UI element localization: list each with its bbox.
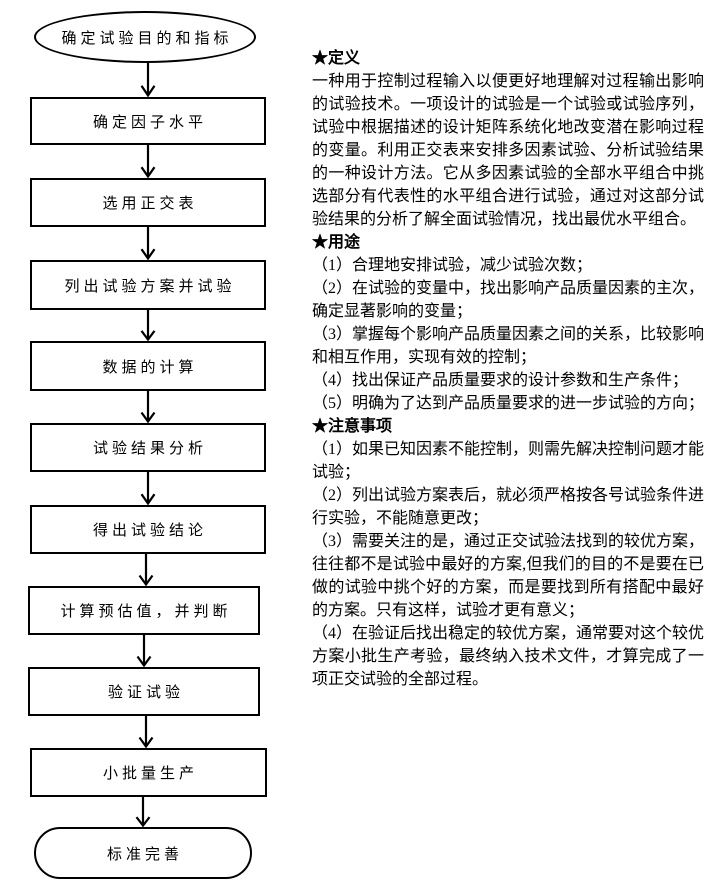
arrow-down-icon bbox=[140, 310, 156, 341]
arrow-down-icon bbox=[138, 716, 154, 748]
note-item: （1）如果已知因素不能控制，则需先解决控制问题才能试验； bbox=[312, 441, 705, 481]
article: ★定义 一种用于控制过程输入以便更好地理解对过程输出影响的试验技术。一项设计的试… bbox=[312, 47, 704, 691]
flow-node-label: 计算预估值，并判断 bbox=[60, 604, 232, 620]
flow-node-start: 确定试验目的和指标 bbox=[34, 11, 256, 63]
use-item: （3）掌握每个影响产品质量因素之间的关系，比较影响和相互作用，实现有效的控制； bbox=[312, 326, 705, 366]
section-definition: ★定义 一种用于控制过程输入以便更好地理解对过程输出影响的试验技术。一项设计的试… bbox=[312, 47, 704, 231]
arrow-down-icon bbox=[140, 145, 156, 178]
flow-node-step-6: 得出试验结论 bbox=[30, 505, 266, 554]
arrow-down-icon bbox=[138, 554, 154, 586]
arrow-down-icon bbox=[136, 635, 152, 667]
flow-node-label: 选用正交表 bbox=[102, 196, 198, 212]
use-item: （1）合理地安排试验，减少试验次数； bbox=[312, 257, 593, 274]
use-item: （2）在试验的变量中，找出影响产品质量因素的主次，确定显著影响的变量； bbox=[312, 280, 705, 320]
section-notes: ★注意事项 （1）如果已知因素不能控制，则需先解决控制问题才能试验； （2）列出… bbox=[312, 415, 704, 691]
flow-node-label: 标准完善 bbox=[106, 846, 183, 863]
flow-node-step-1: 确定因子水平 bbox=[30, 97, 266, 145]
section-heading: ★用途 bbox=[312, 234, 361, 251]
flow-node-label: 列出试验方案并试验 bbox=[64, 278, 236, 295]
flow-node-label: 得出试验结论 bbox=[92, 523, 207, 539]
flow-node-step-4: 数据的计算 bbox=[30, 341, 266, 391]
use-item: （5）明确为了达到产品质量要求的进一步试验的方向； bbox=[312, 395, 705, 412]
flow-node-step-9: 小批量生产 bbox=[30, 748, 267, 797]
flow-node-step-7: 计算预估值，并判断 bbox=[28, 586, 260, 635]
flow-node-step-2: 选用正交表 bbox=[30, 178, 266, 227]
note-item: （3）需要关注的是，通过正交试验法找到的较优方案，往往都不是试验中最好的方案,但… bbox=[312, 533, 705, 619]
flow-node-label: 确定因子水平 bbox=[92, 114, 207, 131]
arrow-down-icon bbox=[140, 472, 156, 505]
use-item: （4）找出保证产品质量要求的设计参数和生产条件； bbox=[312, 372, 689, 389]
section-heading: ★注意事项 bbox=[312, 418, 393, 435]
flow-node-end: 标准完善 bbox=[34, 827, 252, 879]
definition-paragraph: 一种用于控制过程输入以便更好地理解对过程输出影响的试验技术。一项设计的试验是一个… bbox=[312, 73, 704, 228]
note-item: （4）在验证后找出稳定的较优方案，通常要对这个较优方案小批生产考验，最终纳入技术… bbox=[312, 625, 705, 688]
flow-node-label: 确定试验目的和指标 bbox=[61, 30, 233, 47]
arrow-down-icon bbox=[140, 227, 156, 260]
note-item: （2）列出试验方案表后，就必须严格按各号试验条件进行实验，不能随意更改； bbox=[312, 487, 705, 527]
arrow-down-icon bbox=[135, 797, 151, 827]
flow-node-label: 数据的计算 bbox=[102, 359, 198, 376]
orthogonal-test-flowchart: 确定试验目的和指标 确定因子水平 选用正交表 列出试验方案并试验 bbox=[0, 0, 300, 893]
section-uses: ★用途 （1）合理地安排试验，减少试验次数； （2）在试验的变量中，找出影响产品… bbox=[312, 231, 704, 415]
flow-node-label: 试验结果分析 bbox=[92, 441, 207, 457]
flow-node-step-8: 验证试验 bbox=[28, 667, 260, 716]
arrow-down-icon bbox=[140, 63, 156, 97]
flow-node-step-5: 试验结果分析 bbox=[30, 423, 266, 472]
flow-node-label: 小批量生产 bbox=[102, 766, 198, 782]
section-heading: ★定义 bbox=[312, 50, 361, 67]
arrow-down-icon bbox=[140, 391, 156, 423]
flow-node-label: 验证试验 bbox=[107, 685, 184, 701]
flow-node-step-3: 列出试验方案并试验 bbox=[30, 260, 266, 310]
